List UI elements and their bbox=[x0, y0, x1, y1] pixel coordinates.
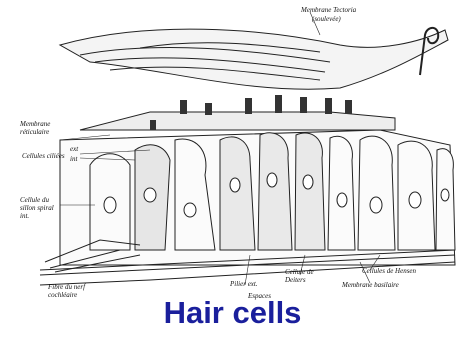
caption-title: Hair cells bbox=[0, 295, 465, 331]
label-cellules-ciliees: Cellules ciliées bbox=[22, 152, 65, 160]
label-cellules-hensen: Cellules de Hensen bbox=[362, 267, 416, 275]
supporting-cells bbox=[60, 130, 455, 265]
label-pilier-ext: Pilier ext. bbox=[230, 280, 258, 288]
label-membrane-tectoria: Membrane Tectoria bbox=[301, 6, 356, 14]
label-membrane-tectoria-sub: (soulevée) bbox=[312, 15, 341, 23]
label-ext: ext bbox=[70, 145, 78, 153]
label-cellule-sillon: Cellule du sillon spiral int. bbox=[20, 196, 56, 220]
label-cellule-deiters: Cellule de Deiters bbox=[285, 268, 325, 284]
label-membrane-basilaire: Membrane basilaire bbox=[342, 281, 399, 289]
label-int: int bbox=[70, 155, 77, 163]
label-membrane-reticulaire: Membrane réticulaire bbox=[20, 120, 70, 136]
reticular-lamina bbox=[80, 112, 395, 130]
tectorial-membrane bbox=[60, 29, 448, 89]
